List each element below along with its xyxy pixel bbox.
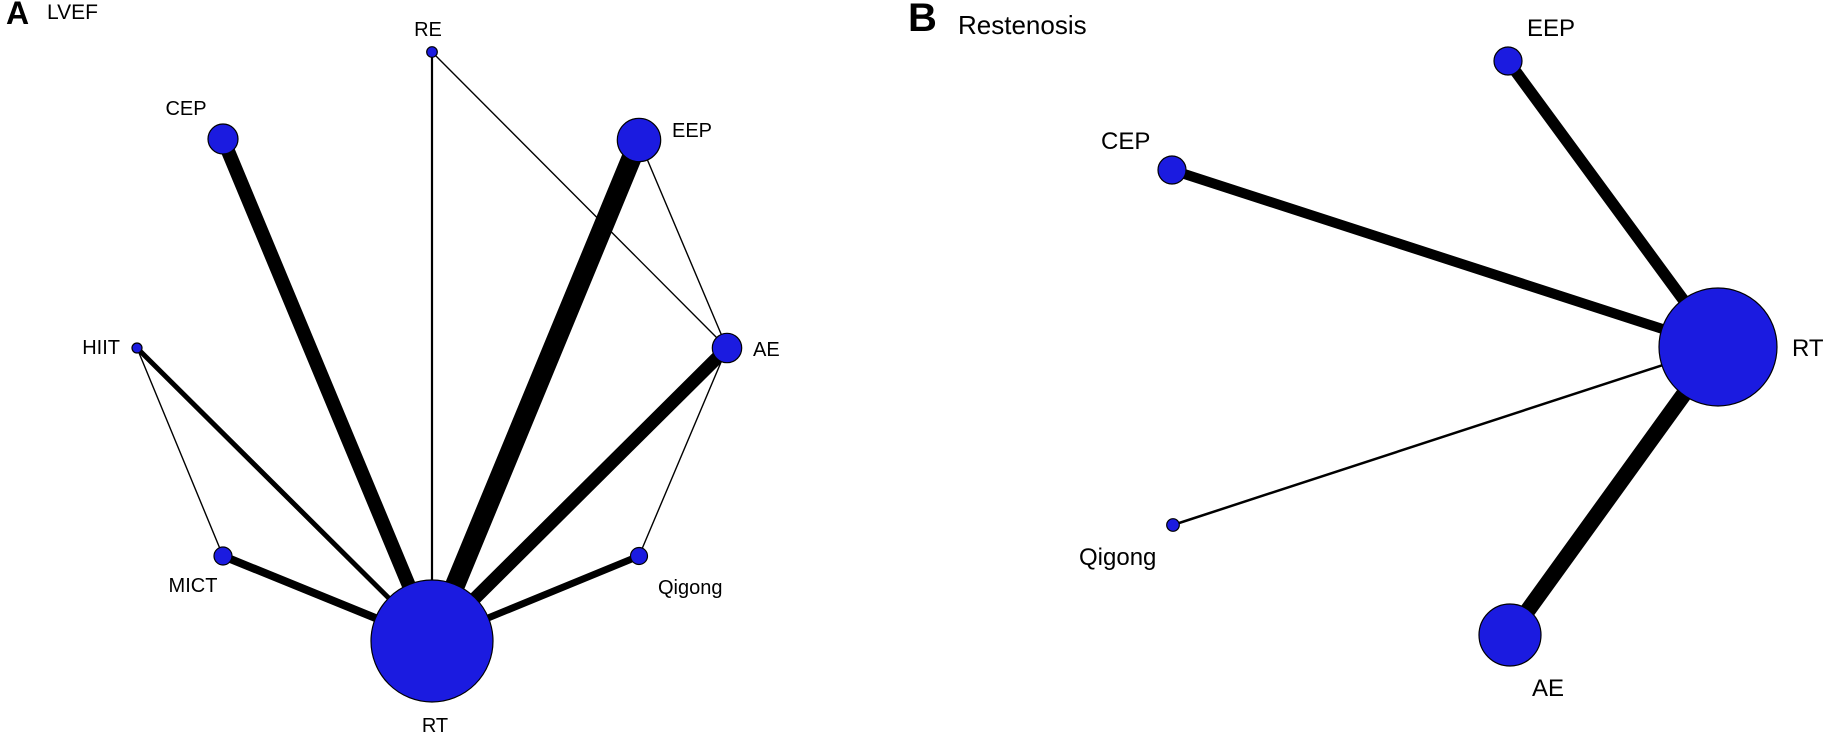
panel-a-letter: A <box>6 0 30 31</box>
node-qigong <box>1166 518 1180 532</box>
node-label-mict: MICT <box>169 575 218 597</box>
node-label-eep: EEP <box>1527 15 1575 42</box>
node-label-re: RE <box>414 19 442 41</box>
edge-qigong-rt <box>1172 345 1719 527</box>
node-label-qigong: Qigong <box>658 577 723 599</box>
node-rt <box>1658 287 1778 407</box>
node-rt <box>370 579 494 703</box>
edge-hiit-mict <box>136 347 224 557</box>
node-label-ae: AE <box>1532 675 1564 702</box>
node-re <box>426 46 438 58</box>
node-hiit <box>131 342 143 354</box>
node-cep <box>207 123 239 155</box>
node-label-qigong: Qigong <box>1079 544 1156 571</box>
node-label-eep: EEP <box>672 120 712 142</box>
node-ae <box>1478 603 1542 667</box>
node-eep <box>1493 46 1523 76</box>
edge-eep-ae <box>638 139 728 349</box>
node-label-rt: RT <box>422 715 448 736</box>
node-label-cep: CEP <box>1101 128 1150 155</box>
edge-ae-rt <box>427 343 732 646</box>
node-eep <box>616 117 662 163</box>
edge-eep-rt <box>422 136 649 645</box>
node-label-cep: CEP <box>165 98 206 120</box>
node-cep <box>1157 155 1187 185</box>
panel-a-title: LVEF <box>47 1 98 24</box>
edge-cep-rt <box>216 136 439 644</box>
edge-ae-qigong <box>638 347 728 557</box>
node-label-ae: AE <box>753 339 780 361</box>
panel-b-title: Restenosis <box>958 10 1087 40</box>
node-ae <box>711 332 743 364</box>
edge-hiit-rt <box>135 346 434 643</box>
edge-cep-rt <box>1170 165 1720 352</box>
node-qigong <box>629 546 649 566</box>
node-mict <box>213 546 233 566</box>
node-label-rt: RT <box>1792 335 1824 362</box>
edge-re-ae <box>431 51 728 349</box>
node-label-hiit: HIIT <box>82 337 120 359</box>
panel-b-letter: B <box>908 0 937 40</box>
